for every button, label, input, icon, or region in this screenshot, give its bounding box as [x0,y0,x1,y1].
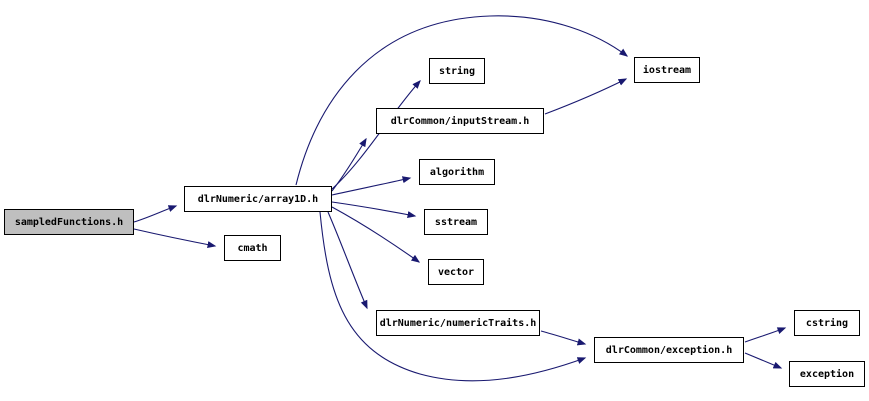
edge-array1d-to-algorithm [331,176,412,196]
node-string[interactable]: string [429,58,485,84]
edge-array1d-to-exception-h [319,211,587,382]
edge-array1d-to-sstream [331,201,417,219]
node-dlrnumeric-numerictraits-h[interactable]: dlrNumeric/numericTraits.h [376,310,540,336]
node-exception[interactable]: exception [789,361,865,387]
edge-inputstream-to-iostream [544,78,628,115]
node-sampledfunctions-h: sampledFunctions.h [4,209,134,235]
edge-numerictraits-to-exception-h [540,330,587,346]
edge-array1d-to-vector [331,206,421,263]
edge-array1d-to-inputstream [331,137,367,192]
node-vector[interactable]: vector [428,259,484,285]
node-iostream[interactable]: iostream [634,57,700,83]
edge-array1d-to-numerictraits [327,211,368,310]
edge-sampledfunctions-to-array1d [133,205,178,223]
edge-array1d-to-iostream [295,15,629,186]
node-cmath[interactable]: cmath [224,235,281,261]
edge-exception-h-to-exception [744,352,783,369]
node-dlrcommon-exception-h[interactable]: dlrCommon/exception.h [594,337,744,363]
node-cstring[interactable]: cstring [794,310,860,336]
node-dlrnumeric-array1d-h[interactable]: dlrNumeric/array1D.h [184,186,332,212]
node-sstream[interactable]: sstream [424,209,488,235]
edge-exception-h-to-cstring [744,327,787,343]
edge-array1d-to-string [331,80,421,190]
node-dlrcommon-inputstream-h[interactable]: dlrCommon/inputStream.h [376,108,544,134]
node-algorithm[interactable]: algorithm [419,159,495,185]
edge-sampledfunctions-to-cmath [133,228,217,249]
